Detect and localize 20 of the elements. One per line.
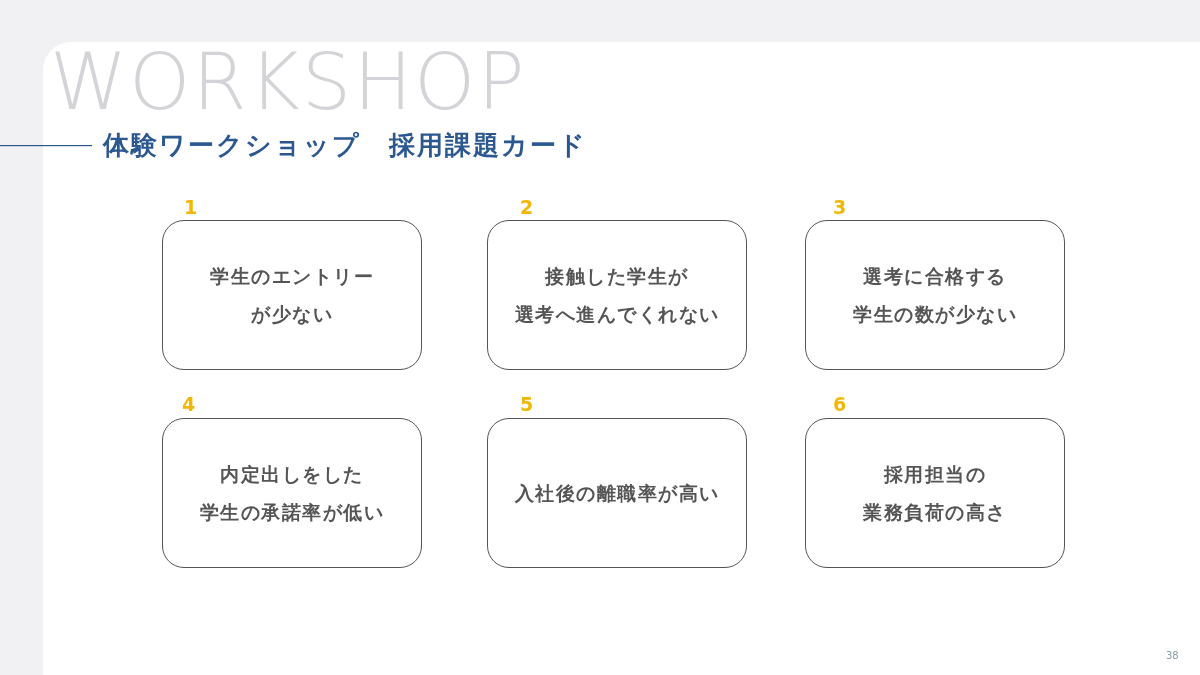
card-number: 2 xyxy=(520,196,534,218)
card-text: 学生のエントリーが少ない xyxy=(210,264,374,327)
problem-card xyxy=(487,220,747,370)
card-text: 内定出しをした学生の承諾率が低い xyxy=(199,462,385,525)
slide-title: 体験ワークショップ 採用課題カード xyxy=(103,129,587,162)
card-number: 4 xyxy=(182,393,196,415)
card-text: 入社後の離職率が高い xyxy=(514,481,720,506)
card-text: 採用担当の業務負荷の高さ xyxy=(863,462,1007,525)
card-number: 5 xyxy=(520,393,534,415)
problem-card xyxy=(162,220,422,370)
card-text: 接触した学生が選考へ進んでくれない xyxy=(514,264,720,327)
problem-card xyxy=(805,418,1065,568)
card-number: 1 xyxy=(184,196,198,218)
card-number: 3 xyxy=(833,196,847,218)
card-number: 6 xyxy=(833,393,847,415)
problem-card xyxy=(162,418,422,568)
card-text: 選考に合格する学生の数が少ない xyxy=(853,264,1017,327)
problem-card xyxy=(805,220,1065,370)
problem-card xyxy=(487,418,747,568)
page-number: 38 xyxy=(1166,650,1179,662)
